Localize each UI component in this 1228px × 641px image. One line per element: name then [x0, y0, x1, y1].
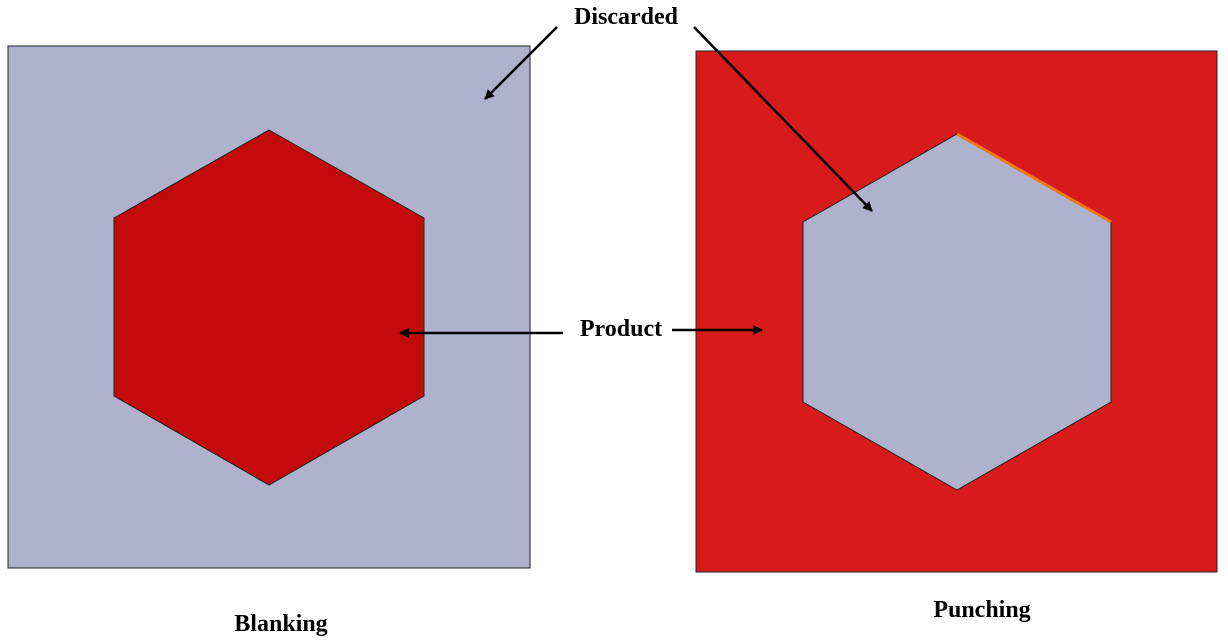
punching-panel [695, 50, 1218, 573]
punching-caption: Punching [933, 597, 1030, 623]
product-label: Product [580, 316, 662, 342]
blanking-panel [7, 45, 531, 569]
punching-hexagon-edge-highlight [956, 132, 1112, 224]
blanking-caption: Blanking [234, 611, 327, 637]
discarded-arrow-left [484, 26, 558, 100]
blanking-hexagon-product [113, 129, 425, 486]
discarded-label: Discarded [574, 4, 679, 30]
arrows [399, 26, 873, 338]
discarded-arrow-right [693, 26, 873, 212]
